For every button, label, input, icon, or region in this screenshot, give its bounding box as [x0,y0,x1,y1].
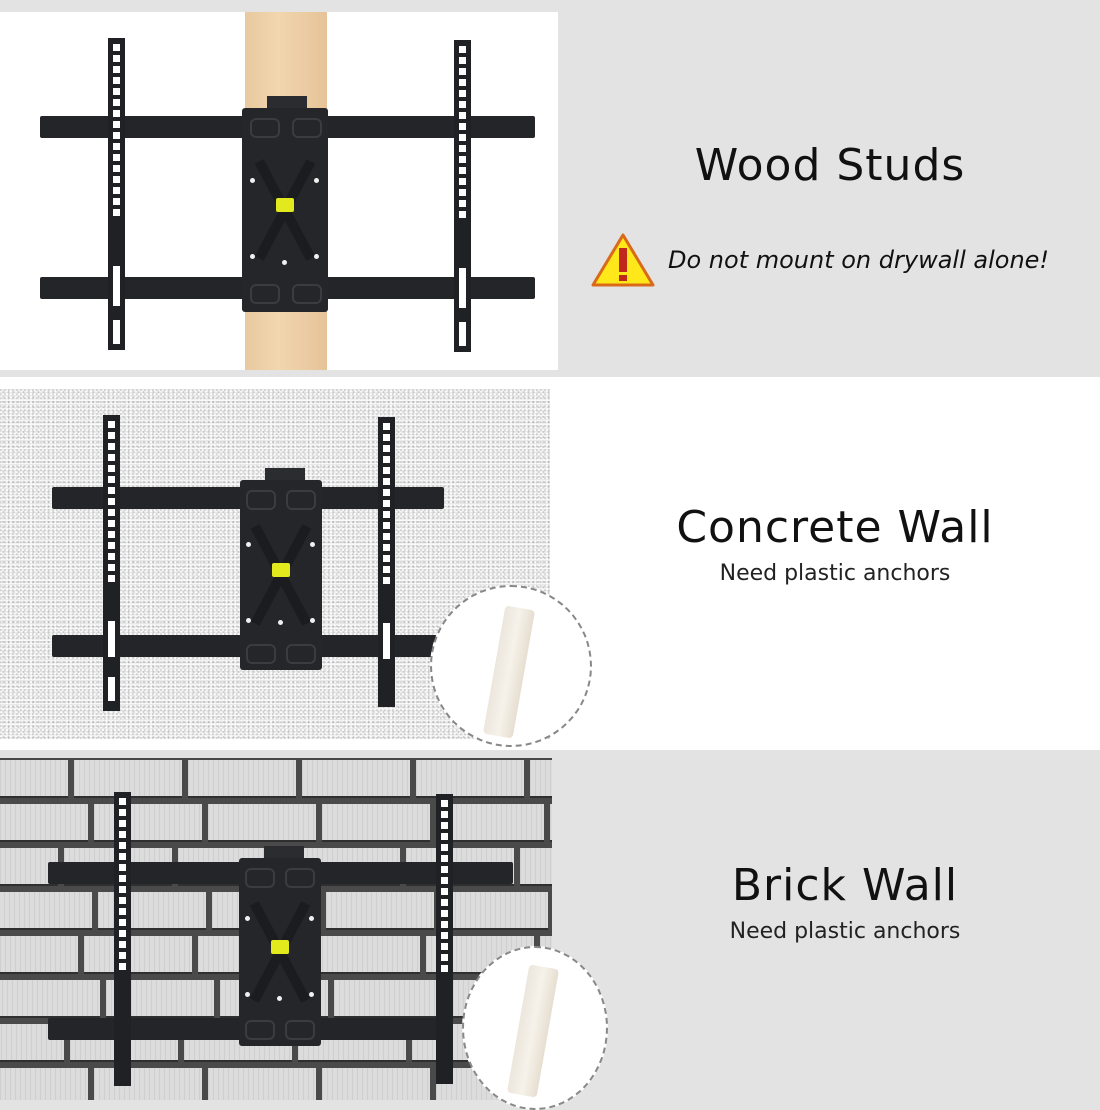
warning-text: Do not mount on drywall alone! [668,246,1050,274]
mount-arm-left [114,792,131,1086]
section-title: Wood Studs [694,140,966,191]
brick-heading-block: Brick Wall Need plastic anchors [640,860,1050,944]
plastic-anchor-icon [430,585,592,747]
tv-mount-bracket [0,758,552,1100]
warning-triangle-icon [591,233,655,287]
level-indicator [272,563,290,577]
section-title: Concrete Wall [676,502,994,553]
section-subtitle: Need plastic anchors [729,919,961,944]
drywall-warning: Do not mount on drywall alone! [590,232,1049,288]
mount-arm-right [454,40,471,352]
section-subtitle: Need plastic anchors [719,561,951,586]
section-brick-wall: Brick Wall Need plastic anchors [0,750,1100,1110]
plastic-anchor-icon [462,946,608,1110]
mount-arm-left [108,38,125,350]
mount-wall-plate [239,846,321,1046]
section-wood-studs: Wood Studs Do not mount on drywall alone… [0,0,1100,377]
tv-mount-bracket [0,389,550,739]
mount-arm-left [103,415,120,711]
level-indicator [276,198,294,212]
wood-stud-mount-image [0,12,558,370]
mount-wall-plate [242,96,328,312]
level-indicator [271,940,289,954]
section-title: Brick Wall [731,860,959,911]
tv-mount-bracket [0,12,558,370]
wood-studs-heading-block: Wood Studs [620,140,1040,191]
mount-arm-right [378,417,395,707]
section-concrete-wall: Concrete Wall Need plastic anchors [0,377,1100,750]
mount-wall-plate [240,468,322,670]
concrete-heading-block: Concrete Wall Need plastic anchors [630,502,1040,586]
mount-arm-right [436,794,453,1084]
